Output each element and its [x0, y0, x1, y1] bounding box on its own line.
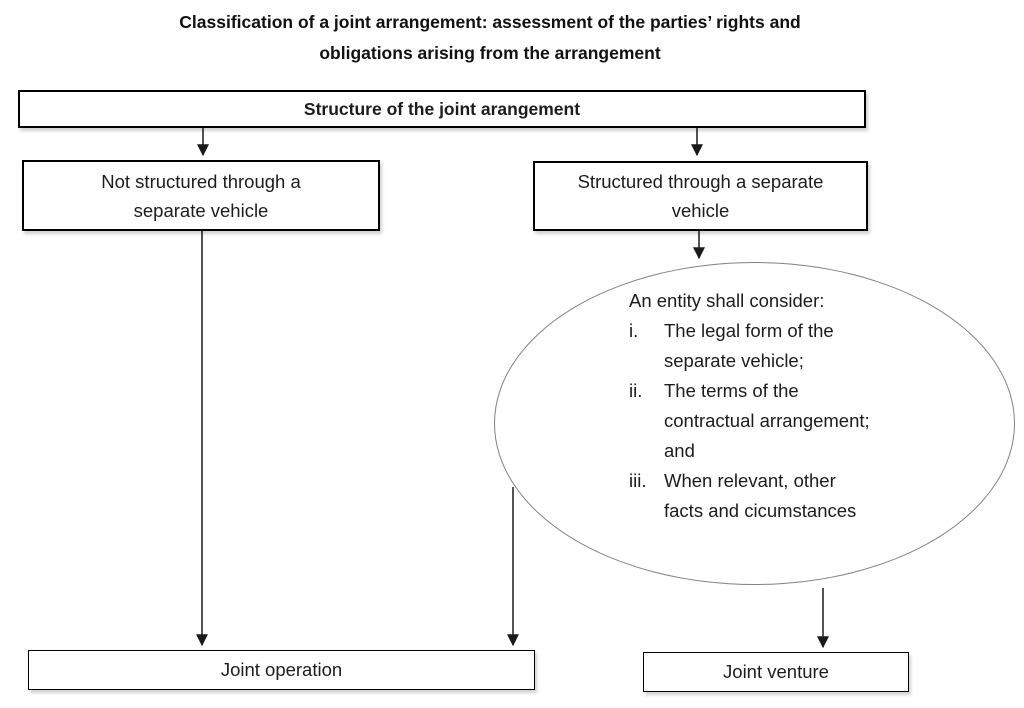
consider-intro: An entity shall consider:: [629, 290, 825, 311]
consider-item-3: iii. When relevant, other facts and cicu…: [629, 466, 949, 526]
item-text: When relevant, other facts and cicumstan…: [664, 470, 857, 521]
consider-text: An entity shall consider: i. The legal f…: [629, 286, 949, 526]
item-marker: ii.: [629, 380, 643, 401]
item-marker: iii.: [629, 470, 647, 491]
item-text: The legal form of the separate vehicle;: [664, 320, 834, 371]
outcome-box-joint-operation: Joint operation: [28, 650, 535, 690]
outcome-box-joint-venture: Joint venture: [643, 652, 909, 692]
consider-item-2: ii. The terms of the contractual arrange…: [629, 376, 949, 466]
consider-item-1: i. The legal form of the separate vehicl…: [629, 316, 949, 376]
root-box-structure-of-joint-arrangement: Structure of the joint arangement: [18, 90, 866, 128]
branch-box-not-structured: Not structured through a separate vehicl…: [22, 160, 380, 231]
branch-box-structured: Structured through a separate vehicle: [533, 161, 868, 231]
item-marker: i.: [629, 320, 639, 341]
consider-ellipse: An entity shall consider: i. The legal f…: [494, 262, 1015, 585]
diagram-title: Classification of a joint arrangement: a…: [179, 12, 801, 63]
item-text: The terms of the contractual arrangement…: [664, 380, 870, 461]
